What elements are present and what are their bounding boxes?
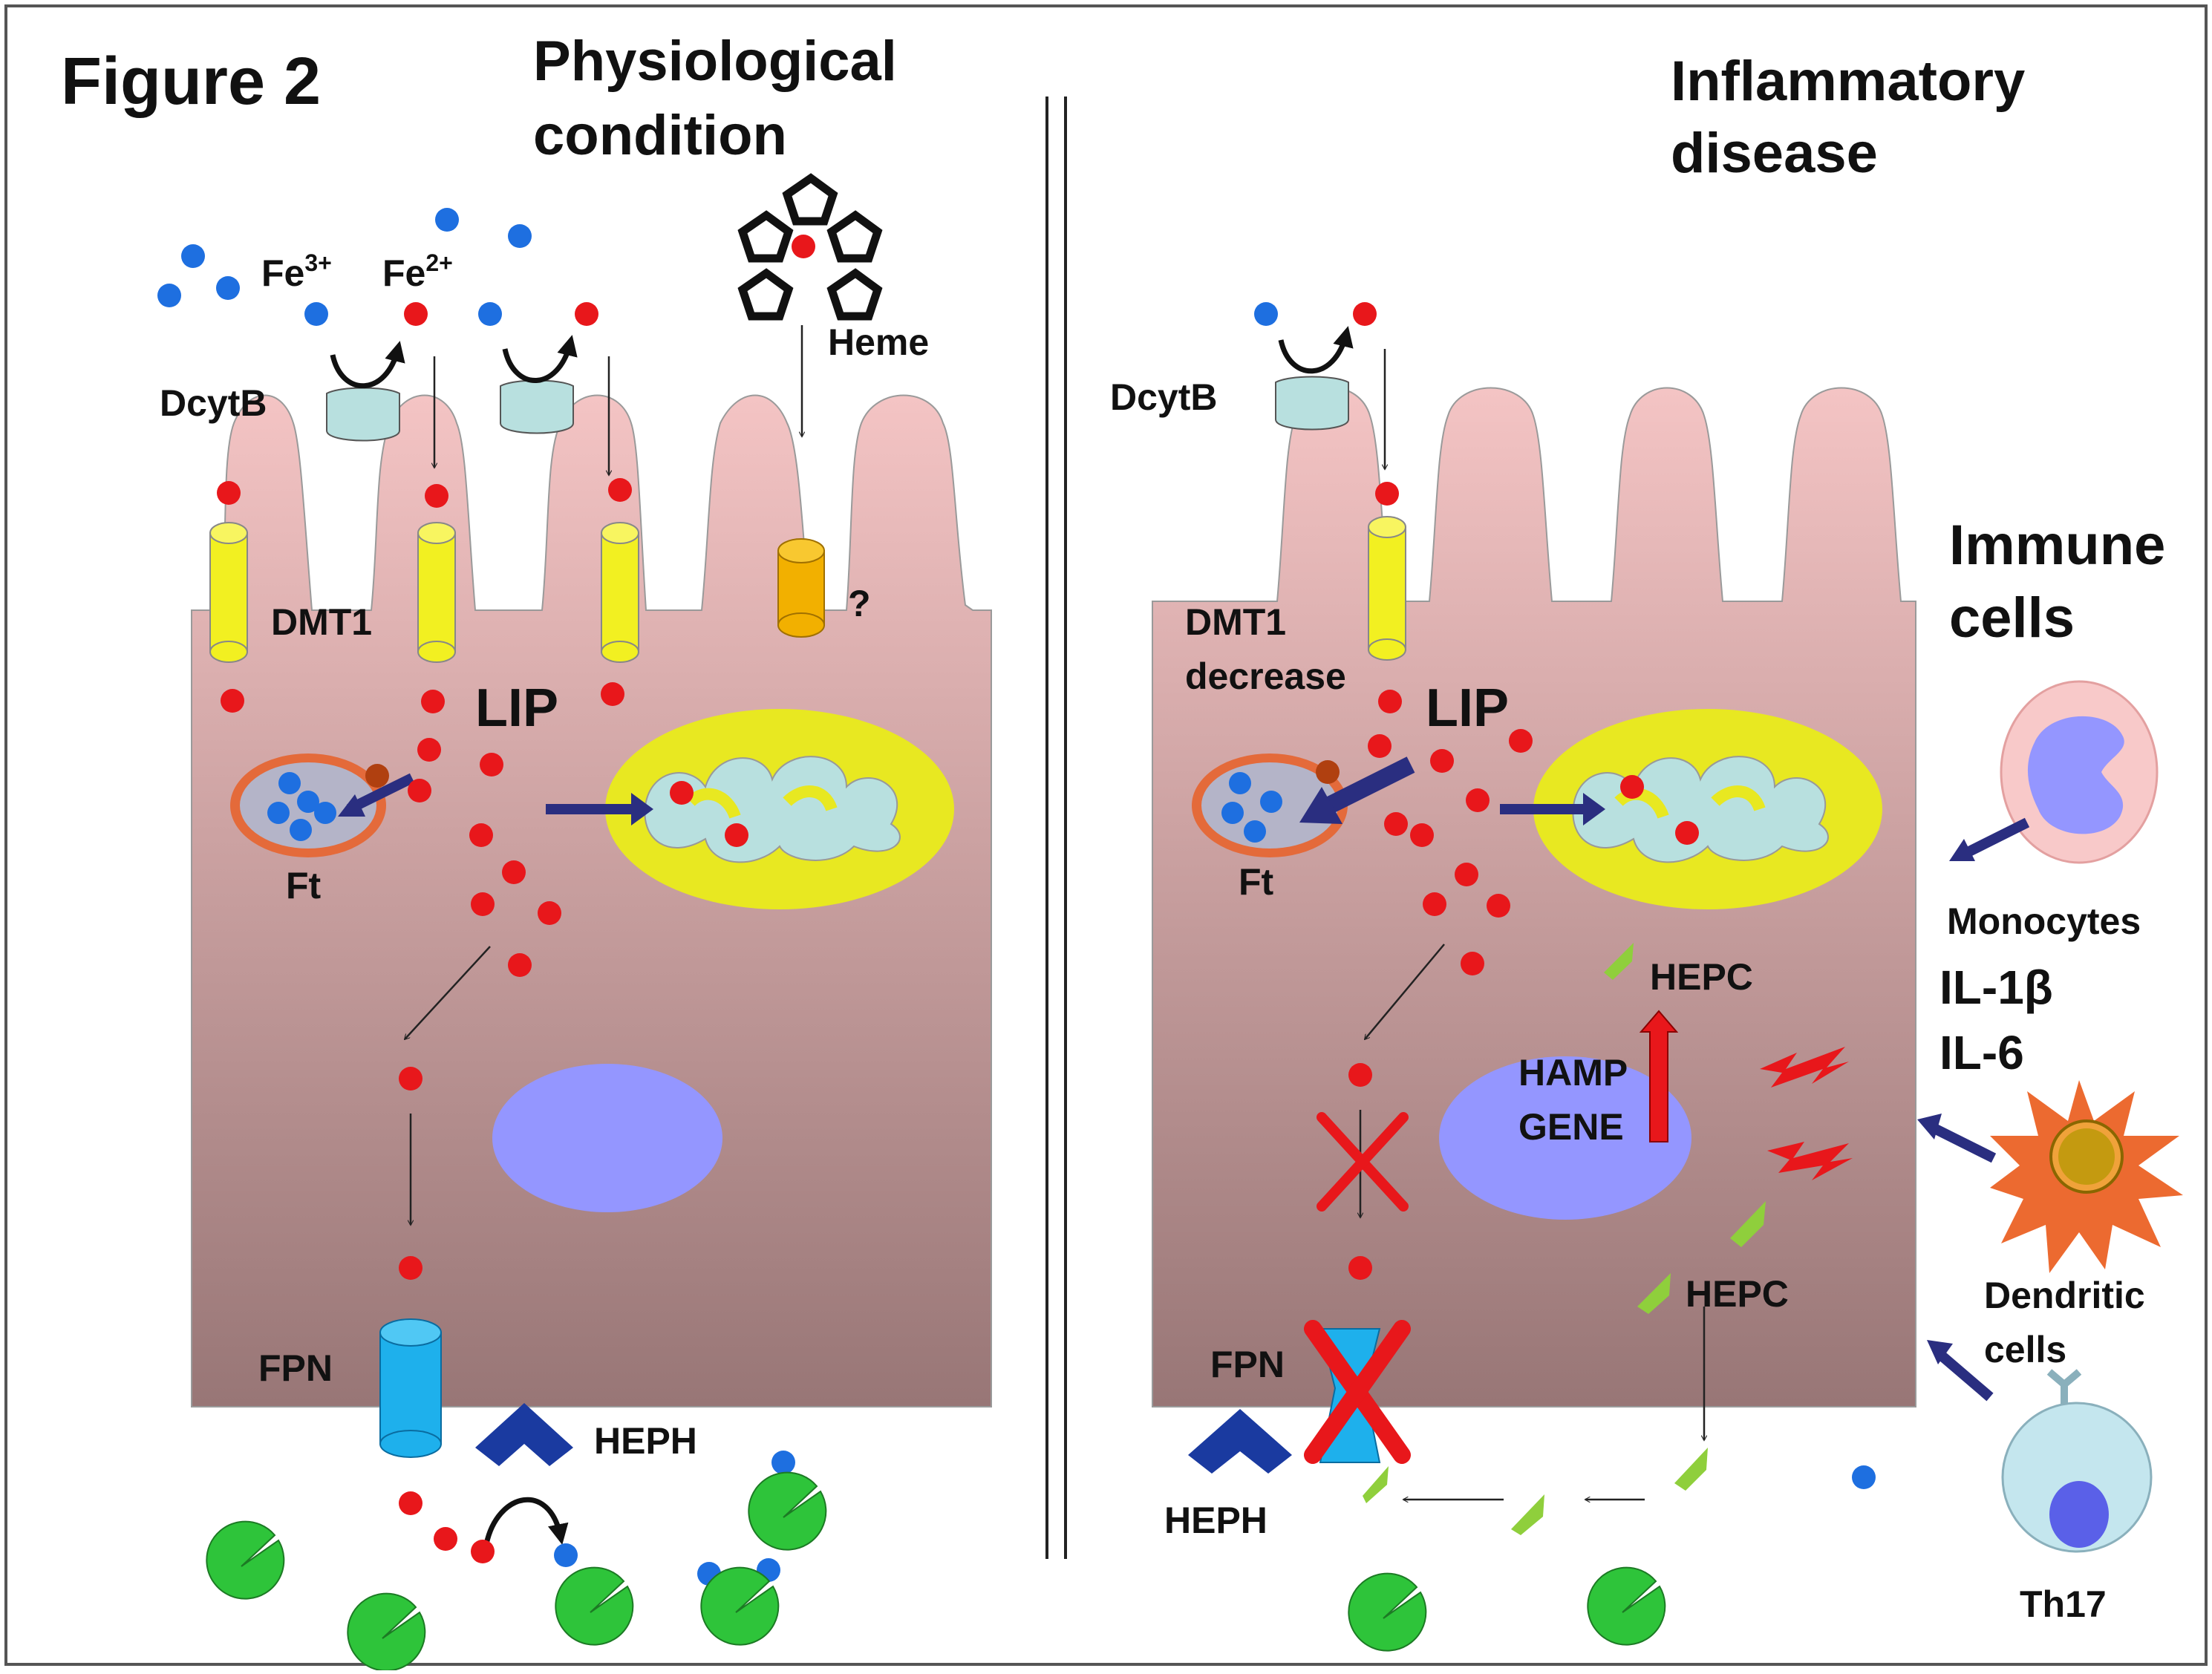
fe3-label: Fe3+ (261, 249, 332, 294)
right-arrow-lip-down (1365, 944, 1445, 1039)
left-hephaestin (475, 1403, 573, 1466)
hepc-bottom-label: HEPC (1686, 1273, 1789, 1315)
figure-label: Figure 2 (61, 45, 321, 119)
left-arrow-to-mito-head (631, 793, 653, 825)
left-reduction-arrow-2 (502, 335, 578, 383)
right-fe-dot-mid (1348, 1063, 1372, 1087)
il6-label: IL-6 (1939, 1026, 2024, 1079)
left-nucleus (492, 1064, 722, 1212)
left-ferritin (230, 753, 389, 857)
left-lip-dots (221, 682, 748, 977)
right-dcytb-label: DcytB (1110, 376, 1217, 418)
hepc-top-label: HEPC (1650, 956, 1753, 998)
right-ferritin-label: Ft (1239, 861, 1274, 903)
left-dmt1-3 (601, 522, 639, 663)
left-mitochondrion (605, 709, 954, 909)
left-heph-label: HEPH (594, 1420, 697, 1462)
left-fe2-dots-membrane (217, 478, 632, 508)
right-hephaestin (1188, 1409, 1292, 1474)
heme-label: Heme (828, 321, 929, 363)
right-enterocyte (1152, 387, 1916, 1407)
lightning-signal-icon (1760, 1047, 1853, 1180)
right-dcytb (1275, 376, 1349, 431)
dendritic-cell (1990, 1080, 2183, 1273)
heme-transporter (777, 538, 825, 638)
right-arrow-to-ferritin (1317, 756, 1415, 817)
right-lip-label: LIP (1426, 679, 1509, 738)
right-fe2-dot-top (1353, 302, 1377, 326)
left-title-line2: condition (533, 104, 787, 167)
right-arrow-to-ferritin-head (1299, 787, 1342, 824)
right-fe3-dot (1254, 302, 1278, 326)
left-fe-dot-fpn (399, 1256, 423, 1280)
dendritic-cells-line2: cells (1984, 1329, 2066, 1370)
heme-transporter-label: ? (848, 583, 871, 624)
right-transferrin-group (1348, 1566, 1666, 1652)
left-dcytb-label: DcytB (160, 382, 267, 424)
right-arrow-to-mito-head (1583, 793, 1605, 825)
left-dcytb-2 (500, 379, 574, 434)
right-block-cross-fpn (1304, 1320, 1411, 1464)
right-fe3-dot-plasma (1852, 1465, 1876, 1489)
dendritic-cells-line1: Dendritic (1984, 1275, 2145, 1316)
fe2-label: Fe2+ (382, 249, 453, 294)
left-arrow-to-ferritin-head (338, 794, 365, 817)
left-heph-oxidation-arrow (483, 1497, 569, 1545)
left-ferroportin (379, 1318, 442, 1458)
left-enterocyte (191, 394, 992, 1407)
left-fpn-label: FPN (258, 1347, 333, 1389)
left-dcytb-1 (326, 387, 400, 442)
right-block-cross-export (1317, 1112, 1409, 1212)
left-reduction-arrow-1 (330, 341, 405, 389)
left-fe3-dots (157, 208, 532, 326)
immune-cells-line1: Immune (1949, 514, 2165, 577)
arrow-monocyte-to-cell-head (1949, 839, 1975, 861)
right-fe-dot-fpn (1348, 1256, 1372, 1280)
left-fe2-dots-top (404, 302, 598, 326)
right-ferritin (1192, 753, 1348, 857)
left-lip-label: LIP (475, 679, 558, 738)
left-title-line1: Physiological (533, 30, 897, 93)
left-arrow-to-ferritin (346, 773, 415, 814)
left-arrow-lip-down (405, 946, 491, 1039)
right-fe2-dot-membrane (1375, 482, 1399, 506)
monocyte-cell (2000, 680, 2159, 864)
hepcidin-peptides (1363, 943, 1766, 1535)
th17-label: Th17 (2020, 1583, 2107, 1625)
arrow-monocyte-to-cell (1965, 817, 2030, 857)
right-dmt1-label: DMT1 (1185, 601, 1286, 643)
arrow-dendritic-to-cell-head (1917, 1114, 1942, 1140)
left-dmt1-1 (209, 522, 248, 663)
right-dmt1 (1368, 516, 1406, 661)
arrow-dendritic-to-cell (1931, 1123, 1997, 1163)
right-fpn-label: FPN (1210, 1344, 1285, 1385)
left-ferritin-label: Ft (286, 865, 322, 906)
right-lip-dots (1368, 690, 1699, 975)
right-heph-label: HEPH (1164, 1500, 1268, 1541)
th17-cell (2001, 1369, 2153, 1553)
hamp-gene-line1: HAMP (1518, 1052, 1628, 1093)
monocytes-label: Monocytes (1947, 900, 2141, 942)
right-title-line2: disease (1671, 122, 1878, 185)
left-dmt1-label: DMT1 (271, 601, 372, 643)
right-mitochondrion (1533, 709, 1882, 909)
left-fe-dot-mid (399, 1067, 423, 1091)
right-nucleus (1439, 1056, 1691, 1220)
heme-molecule-icon (737, 173, 883, 321)
arrow-th17-to-cell-head (1927, 1340, 1953, 1364)
left-transferrin-group (206, 1471, 827, 1672)
right-dmt1-status-label: decrease (1185, 655, 1346, 697)
hamp-gene-line2: GENE (1518, 1106, 1624, 1148)
il1-label: IL-1β (1939, 961, 2053, 1014)
right-reduction-arrow (1278, 326, 1354, 374)
immune-cells-line2: cells (1949, 586, 2075, 650)
heme-iron-dot (792, 235, 815, 258)
arrow-th17-to-cell (1934, 1348, 1994, 1402)
left-dmt1-2 (417, 522, 456, 663)
right-title-line1: Inflammatory (1671, 50, 2025, 113)
hamp-upregulation-arrow (1639, 1010, 1679, 1142)
